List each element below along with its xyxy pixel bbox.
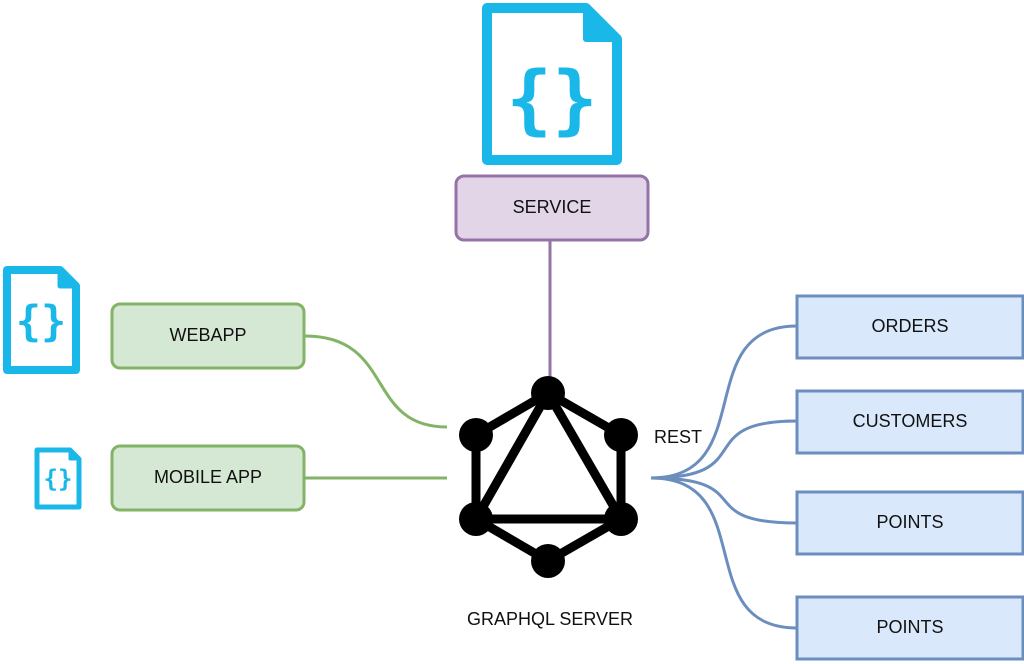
webapp-label: WEBAPP	[169, 325, 246, 345]
svg-text:{}: {}	[16, 297, 67, 346]
webapp-connector	[304, 334, 448, 429]
points-connector-2	[650, 476, 798, 630]
rest-endpoint-points[interactable]: POINTS	[795, 595, 1024, 661]
graphql-server-label: GRAPHQL SERVER	[467, 609, 633, 629]
document-braces-icon: {}	[482, 3, 622, 165]
document-braces-icon: {}	[34, 447, 82, 510]
service-label: SERVICE	[513, 197, 592, 217]
rest-endpoint-points[interactable]: POINTS	[795, 490, 1024, 556]
orders-connector	[650, 324, 798, 480]
customers-connector	[650, 419, 798, 480]
graphql-logo-icon[interactable]	[459, 376, 638, 578]
service-node[interactable]: SERVICE	[454, 174, 650, 242]
points-connector-1	[650, 476, 798, 525]
svg-text:{}: {}	[44, 465, 73, 493]
endpoint-label: POINTS	[876, 512, 943, 532]
rest-label: REST	[654, 427, 702, 447]
connectors	[304, 240, 798, 630]
mobile-app-node[interactable]: MOBILE APP	[110, 444, 306, 512]
mobile-app-label: MOBILE APP	[154, 467, 262, 487]
rest-endpoint-customers[interactable]: CUSTOMERS	[795, 389, 1024, 455]
endpoint-label: CUSTOMERS	[853, 411, 968, 431]
rest-endpoint-orders[interactable]: ORDERS	[795, 294, 1024, 360]
endpoint-label: POINTS	[876, 617, 943, 637]
endpoint-label: ORDERS	[871, 316, 948, 336]
webapp-node[interactable]: WEBAPP	[110, 302, 306, 370]
document-braces-icon: {}	[3, 266, 80, 374]
svg-text:{}: {}	[506, 54, 598, 143]
